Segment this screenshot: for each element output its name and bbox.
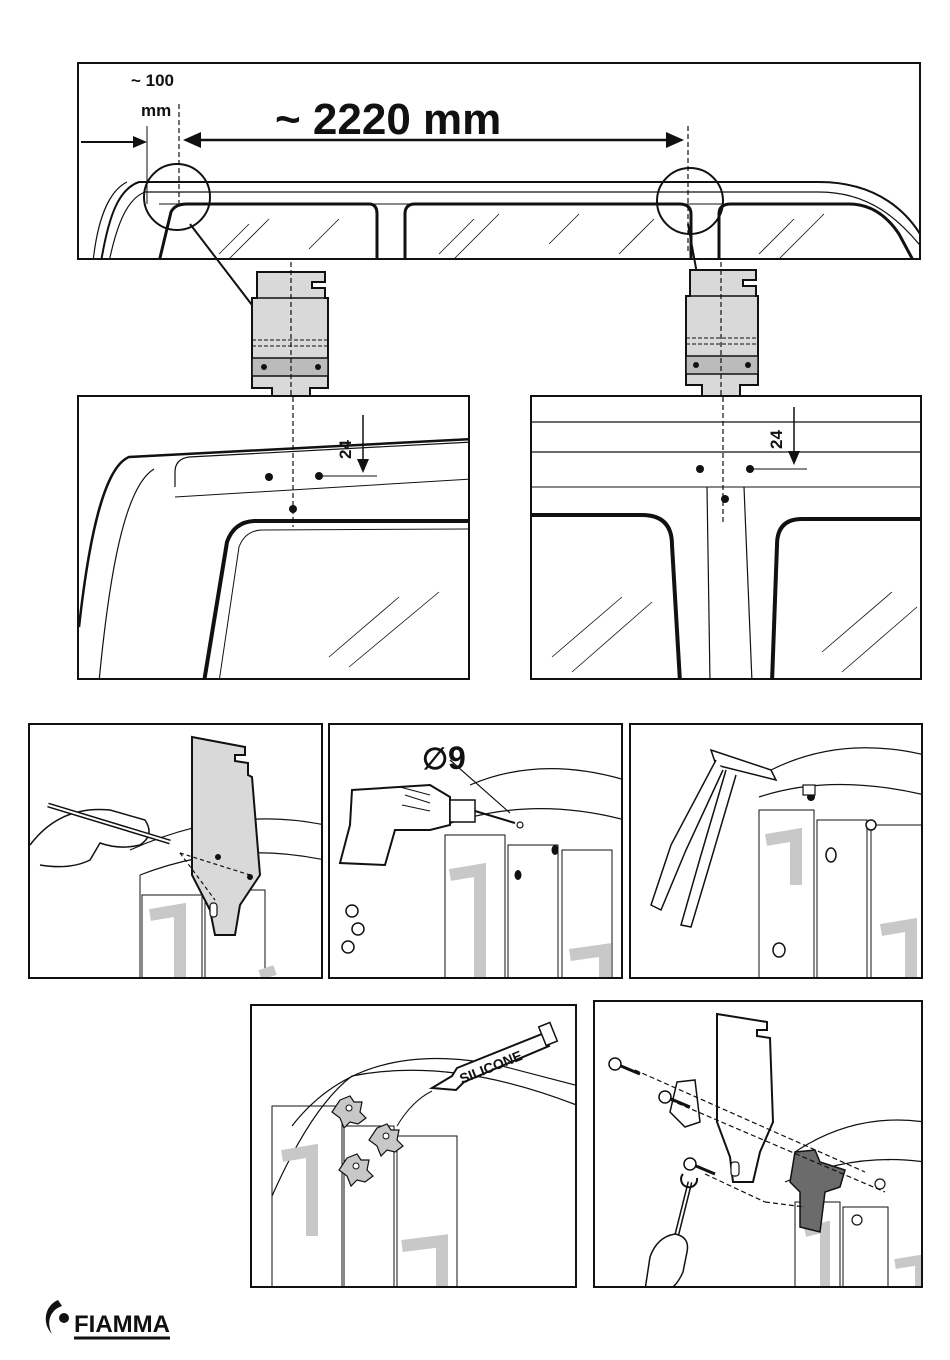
- step-mark-panel: [28, 723, 323, 979]
- spanner-hand: [645, 1174, 697, 1288]
- drill-diameter-value: 9: [448, 740, 466, 776]
- drill-diameter-symbol: ∅: [422, 743, 448, 776]
- fiamma-logo: FIAMMA: [40, 1292, 180, 1348]
- detail-right-panel: 24: [530, 395, 922, 680]
- apply-silicone-drawing: SILICONE: [252, 1006, 577, 1288]
- bracket-assembly-drawing: [595, 1002, 923, 1288]
- rivet-nuts-drawing: [631, 725, 923, 979]
- assembly-bracket: [717, 1014, 773, 1182]
- detail-left-drawing: 24: [79, 397, 470, 680]
- step-rivet-panel: [629, 723, 923, 979]
- step-silicone-panel: SILICONE: [250, 1004, 577, 1288]
- brand-name: FIAMMA: [74, 1311, 170, 1338]
- electric-drill: [340, 785, 515, 865]
- step-drill-panel: ∅ 9: [328, 723, 623, 979]
- bracket-callouts: [0, 0, 950, 440]
- rivet-nuts-sealed: [332, 1096, 403, 1186]
- drill-holes-drawing: ∅ 9: [330, 725, 623, 979]
- step-assembly-panel: [593, 1000, 923, 1288]
- detail-left-panel: 24: [77, 395, 470, 680]
- rivet-pliers: [651, 750, 776, 927]
- right-dimension-label: 24: [767, 430, 786, 449]
- fiamma-logo-mark: FIAMMA: [40, 1292, 180, 1348]
- left-dimension-label: 24: [336, 440, 355, 459]
- detail-right-drawing: 24: [532, 397, 922, 680]
- silicone-label: SILICONE: [457, 1047, 524, 1087]
- rivet-nuts-group: [342, 905, 364, 953]
- mark-holes-drawing: [30, 725, 323, 979]
- backing-plate: [790, 1150, 845, 1232]
